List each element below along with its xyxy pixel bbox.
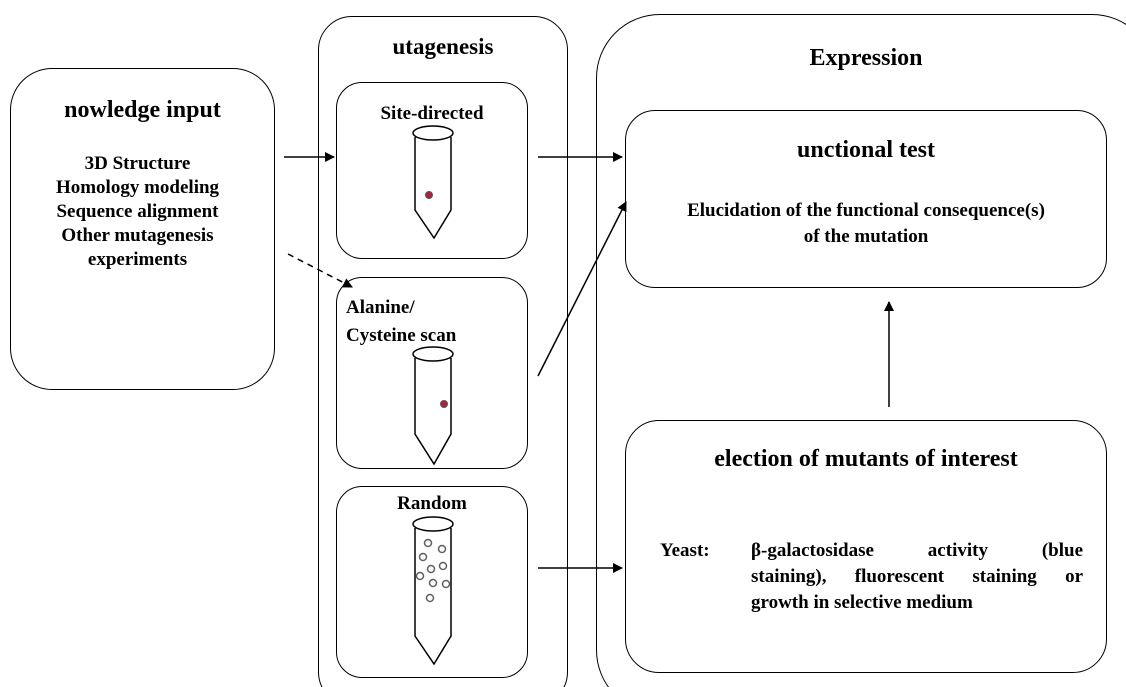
arrow-knowledge-to-scan-dashed: [287, 253, 353, 288]
knowledge-input-box: [10, 68, 275, 390]
knowledge-item: Homology modeling: [55, 177, 220, 198]
selection-box: [625, 420, 1107, 673]
scan-box: [336, 277, 528, 469]
yeast-label: Yeast:: [660, 540, 710, 561]
yeast-desc-line1: β-galactosidase activity (blue: [751, 540, 1083, 561]
expression-title: Expression: [809, 45, 923, 71]
mutagenesis-title: utagenesis: [392, 34, 494, 59]
knowledge-input-title: nowledge input: [64, 97, 221, 123]
functional-test-desc-line1: Elucidation of the functional consequenc…: [687, 200, 1045, 221]
functional-test-title: unctional test: [797, 137, 935, 163]
knowledge-input-list: 3D Structure Homology modeling Sequence …: [10, 152, 265, 272]
site-directed-box: [336, 82, 528, 259]
knowledge-item: Sequence alignment: [56, 201, 219, 222]
site-directed-label: Site-directed: [380, 103, 484, 124]
functional-test-desc-line2: of the mutation: [803, 226, 929, 247]
arrow-scan-to-functional-test: [537, 201, 627, 377]
scan-label-line1: Alanine/: [346, 297, 415, 318]
knowledge-item: Other mutagenesis: [61, 225, 214, 246]
selection-title: election of mutants of interest: [714, 446, 1018, 472]
random-label: Random: [397, 493, 467, 514]
yeast-desc-line3: growth in selective medium: [751, 592, 973, 613]
yeast-desc-line2: staining), fluorescent staining or: [751, 566, 1083, 587]
knowledge-item: 3D Structure: [84, 153, 191, 174]
functional-test-box: [625, 110, 1107, 288]
knowledge-item: experiments: [87, 249, 188, 270]
test-tube-site-directed-icon: [412, 125, 454, 240]
scan-label-line2: Cysteine scan: [346, 325, 457, 346]
test-tube-random-icon: [412, 516, 454, 666]
test-tube-scan-icon: [412, 346, 454, 466]
